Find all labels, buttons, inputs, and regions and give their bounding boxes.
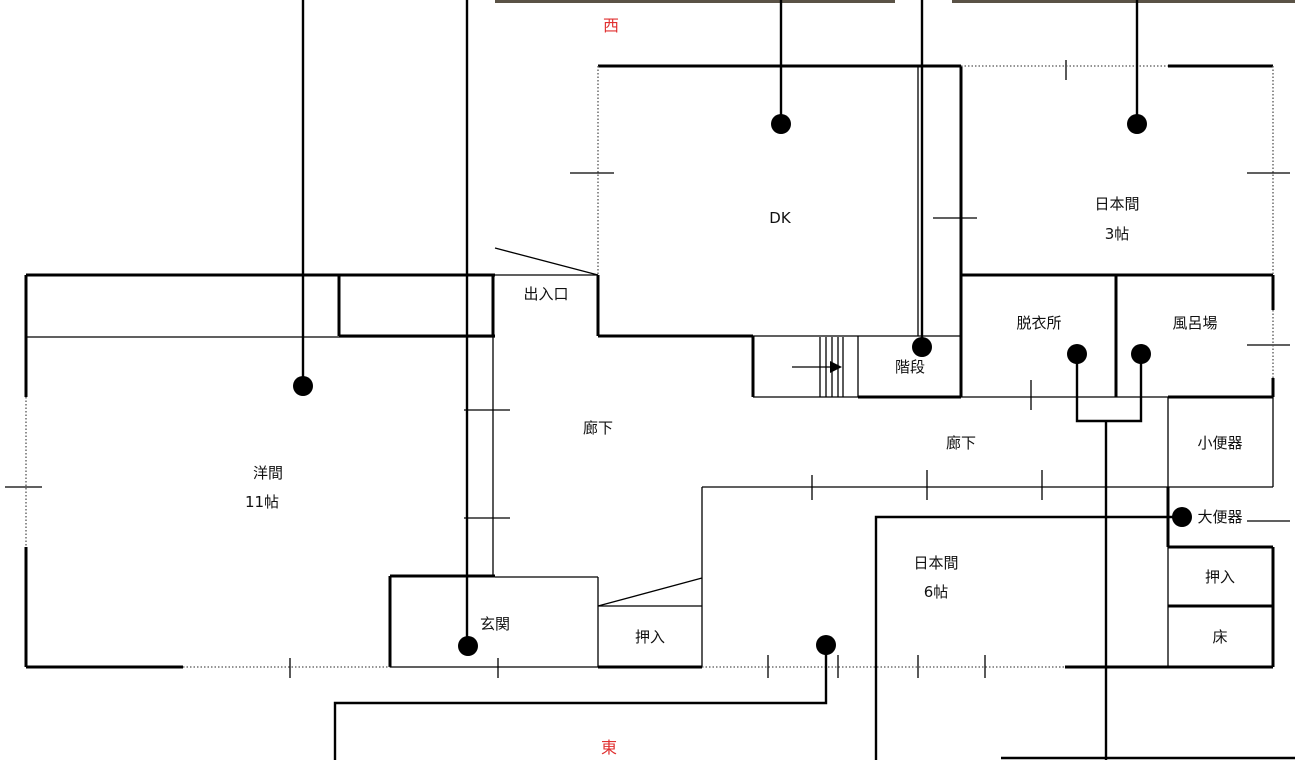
room-label-dk: DK [769, 209, 792, 227]
callout-line [874, 515, 1181, 760]
camera-pin[interactable] [771, 114, 791, 134]
room-label-changing: 脱衣所 [1016, 314, 1061, 332]
door-swing [597, 577, 703, 607]
stair-arrow-head [830, 361, 842, 373]
room-label-stairs: 階段 [895, 358, 925, 376]
compass-bottom-label: 東 [601, 738, 617, 757]
room-size-western: 11帖 [245, 493, 279, 511]
photo-thumbnail-dk[interactable] [495, 0, 895, 3]
door-swing [494, 247, 599, 276]
camera-pin[interactable] [293, 376, 313, 396]
camera-pin[interactable] [816, 635, 836, 655]
room-label-alcove: 床 [1212, 628, 1227, 646]
walls [24, 64, 1275, 669]
camera-pin[interactable] [1127, 114, 1147, 134]
photo-thumbnails [495, 0, 1295, 3]
photo-callouts [293, 0, 1295, 760]
camera-pin[interactable] [1172, 507, 1192, 527]
room-label-doorway: 出入口 [523, 285, 568, 303]
room-label-closet-right: 押入 [1205, 568, 1235, 586]
room-label-hallway-right: 廊下 [946, 434, 976, 452]
camera-pin[interactable] [1067, 344, 1087, 364]
camera-pin[interactable] [458, 636, 478, 656]
photo-thumbnail-japanese-room[interactable] [952, 0, 1295, 3]
callout-line [1075, 354, 1143, 423]
room-label-closet-left: 押入 [635, 628, 665, 646]
room-size-japanese-3: 3帖 [1105, 225, 1130, 243]
room-label-entrance: 玄関 [480, 615, 510, 633]
window-lines [25, 65, 1274, 668]
room-label-japanese-3: 日本間 [1094, 195, 1139, 213]
compass-top-label: 西 [603, 16, 619, 35]
camera-pin[interactable] [912, 337, 932, 357]
room-label-japanese-6: 日本間 [913, 554, 958, 572]
room-label-urinal: 小便器 [1197, 434, 1242, 452]
camera-pin[interactable] [1131, 344, 1151, 364]
room-label-western: 洋間 [253, 464, 283, 482]
room-label-bath: 風呂場 [1172, 314, 1217, 332]
room-label-toilet: 大便器 [1197, 508, 1242, 526]
callout-line [333, 645, 828, 760]
thin-lines [5, 60, 1290, 678]
room-size-japanese-6: 6帖 [924, 583, 949, 601]
room-label-hallway-left: 廊下 [583, 419, 613, 437]
